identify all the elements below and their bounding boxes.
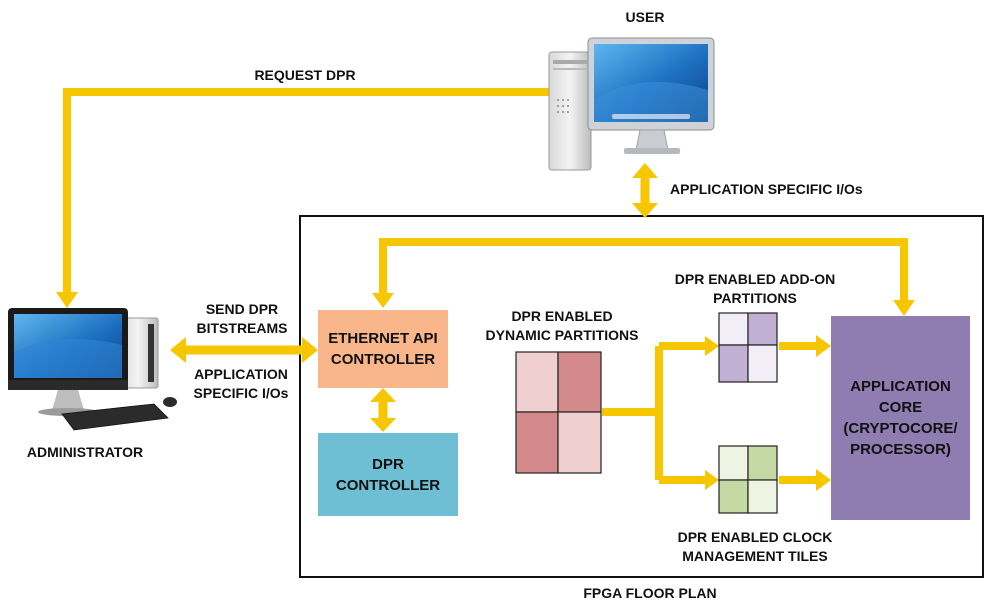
- application-specific-io-top-label: APPLICATION SPECIFIC I/Os: [670, 181, 863, 197]
- addon-partitions-grid: [718, 312, 778, 383]
- administrator-label: ADMINISTRATOR: [26, 444, 144, 460]
- dynamic-partitions-grid: [515, 351, 602, 474]
- request-dpr-arrowhead: [56, 292, 78, 308]
- desktop-computer-icon: [548, 37, 715, 171]
- all-in-one-computer-icon: [8, 308, 177, 431]
- dpr-controller-block: DPR CONTROLLER: [318, 433, 458, 516]
- dynamic-partitions-label: DPR ENABLED DYNAMIC PARTITIONS: [485, 308, 639, 343]
- fpga-floor-plan-border: [299, 215, 984, 578]
- clock-tiles-label: DPR ENABLED CLOCK MANAGEMENT TILES: [677, 529, 833, 564]
- ethernet-api-controller-block: ETHERNET API CONTROLLER: [318, 310, 448, 388]
- addon-partitions-label: DPR ENABLED ADD-ON PARTITIONS: [674, 271, 836, 306]
- fpga-floor-plan-label: FPGA FLOOR PLAN: [583, 585, 717, 601]
- ethernet-core-loop: [379, 238, 908, 302]
- application-core-block: APPLICATION CORE (CRYPTOCORE/ PROCESSOR): [831, 316, 970, 520]
- send-dpr-bitstreams-label: SEND DPR BITSTREAMS: [196, 301, 288, 336]
- application-core-label: APPLICATION CORE (CRYPTOCORE/ PROCESSOR): [843, 378, 958, 458]
- ethernet-api-controller-label: ETHERNET API CONTROLLER: [328, 330, 438, 368]
- user-label: USER: [625, 9, 665, 25]
- application-specific-io-left-label: APPLICATION SPECIFIC I/Os: [193, 366, 289, 401]
- dpr-controller-label: DPR CONTROLLER: [335, 455, 441, 494]
- request-dpr-label: REQUEST DPR: [254, 67, 356, 83]
- request-dpr-arrow: [63, 88, 552, 294]
- arrows: [56, 88, 915, 491]
- clock-tiles-grid: [718, 445, 778, 514]
